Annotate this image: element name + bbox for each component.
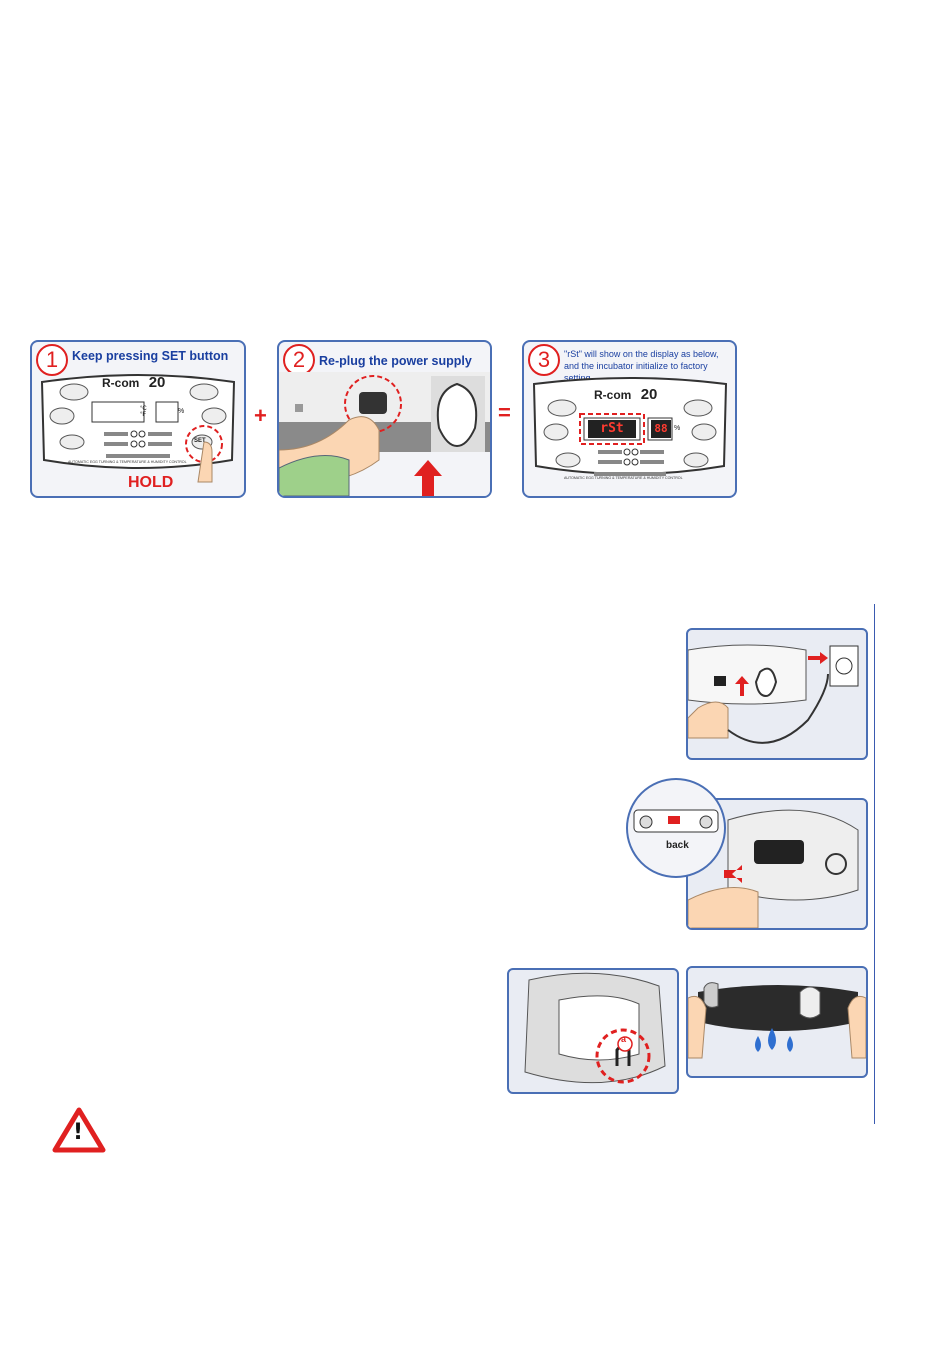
- step1-brand-logo: R-com 20: [102, 374, 165, 391]
- step1-panel-caption: AUTOMATIC EGG TURNING & TEMPERATURE & HU…: [68, 460, 187, 464]
- plus-operator: +: [254, 403, 267, 428]
- drain-water-illustration: [688, 982, 866, 1059]
- step1-header: 1 Keep pressing SET button: [32, 342, 244, 376]
- step3-brand-logo: R-com 20: [594, 386, 657, 403]
- back-label: back: [666, 840, 689, 851]
- step2-header: 2 Re-plug the power supply: [279, 342, 490, 376]
- step1-brand: R-com: [102, 376, 140, 390]
- step3-subtitle: "rSt" will show on the display as below,…: [564, 348, 735, 384]
- step1-hold-label: HOLD: [128, 474, 174, 491]
- step3-hum-unit: %: [674, 425, 681, 432]
- step3-hum-display: 88: [651, 420, 671, 438]
- step3-subtitle-line2: and the incubator initialize to factory …: [564, 361, 708, 383]
- step3-panel: 3 "rSt" will show on the display as belo…: [522, 340, 737, 498]
- figure-power-cord: [686, 628, 868, 760]
- water-tank-illustration: [524, 972, 666, 1084]
- step1-number: 1: [36, 344, 68, 376]
- power-cord-illustration: [688, 644, 859, 744]
- step3-model: 20: [640, 386, 658, 403]
- step3-number: 3: [528, 344, 560, 376]
- section-divider: [874, 604, 875, 1124]
- step2-number: 2: [283, 344, 315, 376]
- step3-header: 3 "rSt" will show on the display as belo…: [524, 342, 735, 383]
- step1-temp-units: °C °F: [140, 406, 147, 418]
- step2-power-plug-illustration: [279, 372, 490, 496]
- step2-panel: 2 Re-plug the power supply: [277, 340, 492, 498]
- equals-operator: =: [498, 400, 511, 425]
- figure-bottom-water-tank: a: [507, 968, 679, 1094]
- step2-title: Re-plug the power supply: [319, 354, 472, 368]
- step1-panel: 1 Keep pressing SET button R-com 20 °C °…: [30, 340, 246, 498]
- step1-hum-unit: %: [178, 408, 185, 415]
- warning-triangle-icon: [52, 1107, 106, 1153]
- step1-model: 20: [148, 374, 166, 391]
- warning-icon: !: [52, 1107, 106, 1153]
- magnifier-illustration: [633, 809, 719, 833]
- step1-set-button: SET: [194, 438, 206, 444]
- step3-subtitle-line1: "rSt" will show on the display as below,: [564, 349, 719, 359]
- step3-panel-caption: AUTOMATIC EGG TURNING & TEMPERATURE & HU…: [564, 476, 683, 480]
- warning-symbol: !: [73, 1120, 84, 1145]
- figure-drain-water: [686, 966, 868, 1078]
- back-connection-illustration: [688, 809, 859, 928]
- step3-rst-display: rSt: [588, 420, 636, 438]
- marker-a-label: a: [621, 1034, 627, 1044]
- step1-title: Keep pressing SET button: [72, 349, 229, 363]
- step3-brand: R-com: [594, 388, 632, 402]
- step1-temp-display: [94, 404, 144, 422]
- back-magnifier: back: [626, 778, 726, 878]
- step1-control-panel-illustration: [40, 374, 236, 483]
